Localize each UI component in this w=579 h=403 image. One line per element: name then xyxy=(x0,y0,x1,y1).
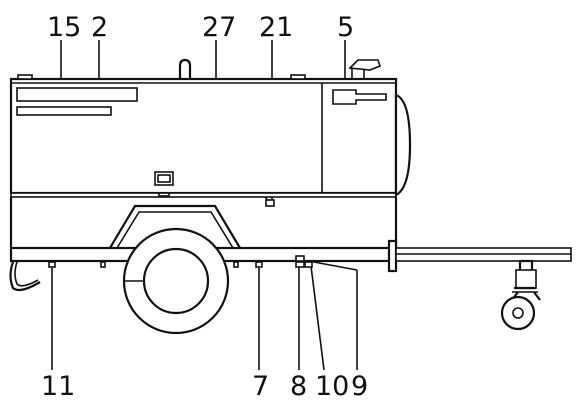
decal-2 xyxy=(16,106,112,116)
callout-5: 5 xyxy=(337,12,354,43)
callout-8: 8 xyxy=(290,371,307,402)
jockey-wheel xyxy=(500,259,541,331)
callout-21: 21 xyxy=(259,12,293,43)
callout-10: 10 xyxy=(315,371,349,402)
callout-11: 11 xyxy=(41,371,75,402)
callout-2: 2 xyxy=(91,12,108,43)
rear-handle xyxy=(9,261,41,292)
drawbar xyxy=(387,239,572,273)
door-latch xyxy=(265,199,275,207)
decal-5 xyxy=(332,89,387,105)
callout-9: 9 xyxy=(351,371,368,402)
control-panel-window xyxy=(154,171,174,197)
callout-15: 15 xyxy=(47,12,81,43)
wheel xyxy=(122,227,230,335)
lifting-eye xyxy=(178,58,192,80)
enclosure-body xyxy=(9,74,412,198)
decal-15 xyxy=(16,87,138,102)
callout-7: 7 xyxy=(252,371,269,402)
callout-27: 27 xyxy=(202,12,236,43)
